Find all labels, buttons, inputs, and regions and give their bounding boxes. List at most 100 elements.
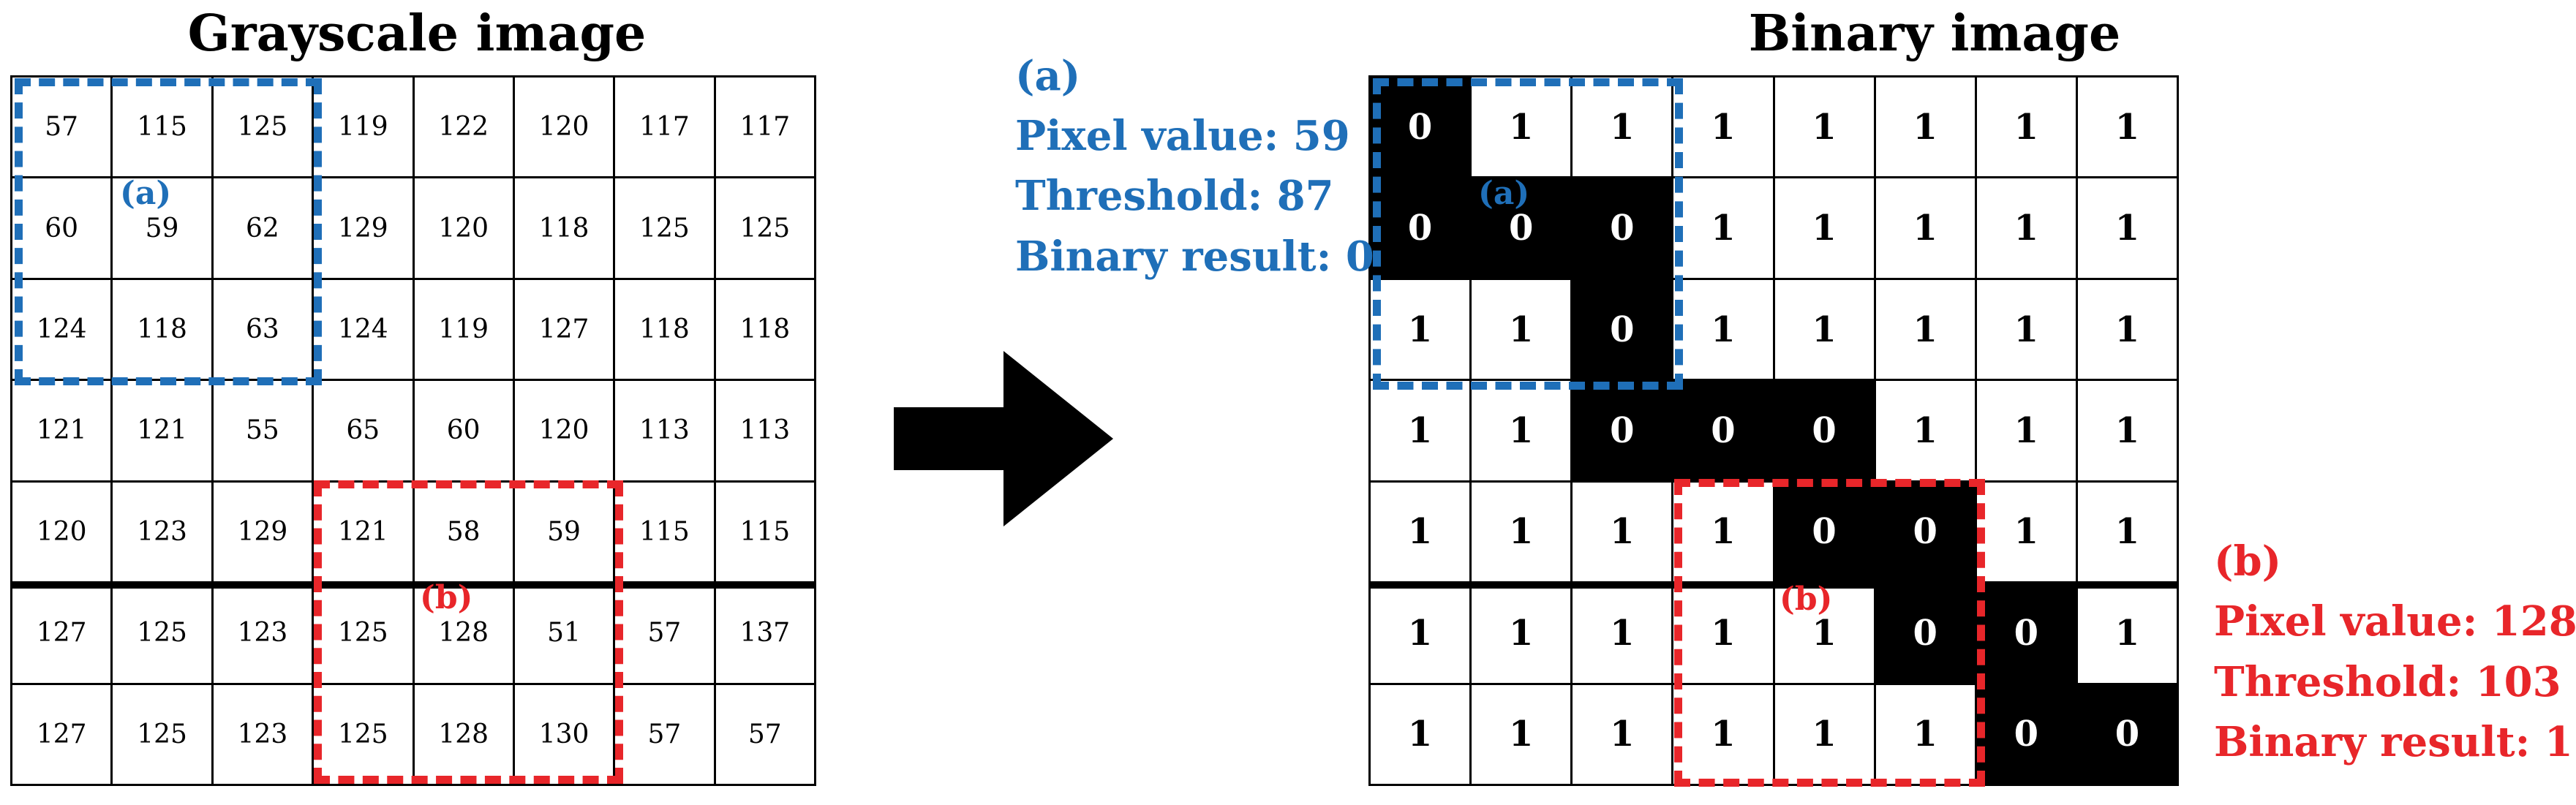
binary-cell: 1 [2075,277,2180,382]
grayscale-cell: 117 [613,75,716,179]
binary-cell: 0 [1570,379,1674,483]
grayscale-cell: 129 [211,480,315,584]
binary-cell: 1 [1570,581,1674,685]
binary-cell: 0 [1873,480,1977,584]
grayscale-cell: 60 [412,379,515,483]
binary-cell: 1 [1974,75,2078,179]
grayscale-cell: 125 [713,176,817,280]
binary-cell: 1 [2075,581,2180,685]
binary-region-b-box [1674,479,1985,787]
grayscale-row-separator [10,583,816,589]
binary-cell: 0 [1368,75,1472,179]
binary-region-b-label: (b) [1780,581,1833,618]
binary-cell: 0 [1671,379,1775,483]
grayscale-cell: 113 [613,379,716,483]
annotation-a-threshold: Threshold: 87 [1015,172,1334,220]
grayscale-cell: 119 [312,75,415,179]
grayscale-cell: 122 [412,75,515,179]
grayscale-cell: 57 [613,581,716,685]
grayscale-cell: 127 [512,277,616,382]
grayscale-cell: 123 [110,480,214,584]
grayscale-cell: 125 [211,75,315,179]
grayscale-region-a-box [15,78,322,385]
grayscale-region-a-label: (a) [120,175,172,212]
grayscale-cell: 118 [512,176,616,280]
grayscale-cell: 113 [713,379,817,483]
grayscale-cell: 60 [10,176,113,280]
binary-cell: 1 [2075,379,2180,483]
binary-cell: 1 [1469,682,1573,787]
binary-cell: 1 [1671,277,1775,382]
annotation-b-pixel-value: Pixel value: 128 [2214,597,2576,646]
annotation-b-label: (b) [2214,537,2282,586]
binary-cell: 1 [2075,75,2180,179]
grayscale-cell: 57 [613,682,716,787]
grayscale-cell: 120 [412,176,515,280]
binary-cell: 1 [1469,480,1573,584]
grayscale-cell: 57 [10,75,113,179]
binary-cell: 1 [1368,480,1472,584]
grayscale-cell: 121 [10,379,113,483]
binary-cell: 1 [1469,277,1573,382]
binary-cell: 1 [1570,682,1674,787]
grayscale-cell: 65 [312,379,415,483]
grayscale-cell: 121 [110,379,214,483]
grayscale-region-b-box [314,480,623,784]
grayscale-cell: 59 [110,176,214,280]
annotation-b-threshold: Threshold: 103 [2214,658,2561,706]
binary-cell: 0 [2075,682,2180,787]
grayscale-cell: 119 [412,277,515,382]
grayscale-cell: 125 [613,176,716,280]
binary-cell: 0 [1570,277,1674,382]
binary-cell: 1 [2075,480,2180,584]
annotation-a-pixel-value: Pixel value: 59 [1015,112,1350,160]
binary-cell: 1 [1772,581,1876,685]
binary-cell: 1 [1368,682,1472,787]
binary-cell: 1 [1873,277,1977,382]
binary-cell: 1 [1671,581,1775,685]
binary-cell: 1 [1671,75,1775,179]
binary-cell: 1 [1873,176,1977,280]
binary-cell: 1 [1772,176,1876,280]
binary-cell: 1 [1974,379,2078,483]
binary-row-separator [1368,583,2179,589]
binary-cell: 0 [1772,379,1876,483]
grayscale-cell: 123 [211,581,315,685]
binary-cell: 1 [1873,75,1977,179]
annotation-a-binary-result: Binary result: 0 [1015,233,1374,281]
binary-cell: 1 [1368,277,1472,382]
binary-cell: 0 [1570,176,1674,280]
grayscale-cell: 55 [211,379,315,483]
grayscale-cell: 129 [312,176,415,280]
grayscale-cell: 120 [10,480,113,584]
grayscale-title: Grayscale image [187,4,647,63]
grayscale-cell: 125 [110,682,214,787]
grayscale-cell: 118 [713,277,817,382]
binary-cell: 1 [2075,176,2180,280]
grayscale-cell: 115 [713,480,817,584]
binary-cell: 1 [1469,75,1573,179]
grayscale-cell: 117 [713,75,817,179]
grayscale-cell: 62 [211,176,315,280]
binary-cell: 0 [1873,581,1977,685]
grayscale-cell: 124 [312,277,415,382]
binary-cell: 1 [1974,277,2078,382]
binary-cell: 1 [1368,379,1472,483]
grayscale-cell: 123 [211,682,315,787]
grayscale-cell: 121 [312,480,415,584]
binary-cell: 1 [1772,277,1876,382]
grayscale-cell: 118 [613,277,716,382]
binary-region-a-label: (a) [1478,175,1530,212]
grayscale-cell: 59 [512,480,616,584]
binary-cell: 1 [1671,176,1775,280]
binary-cell: 0 [1974,682,2078,787]
